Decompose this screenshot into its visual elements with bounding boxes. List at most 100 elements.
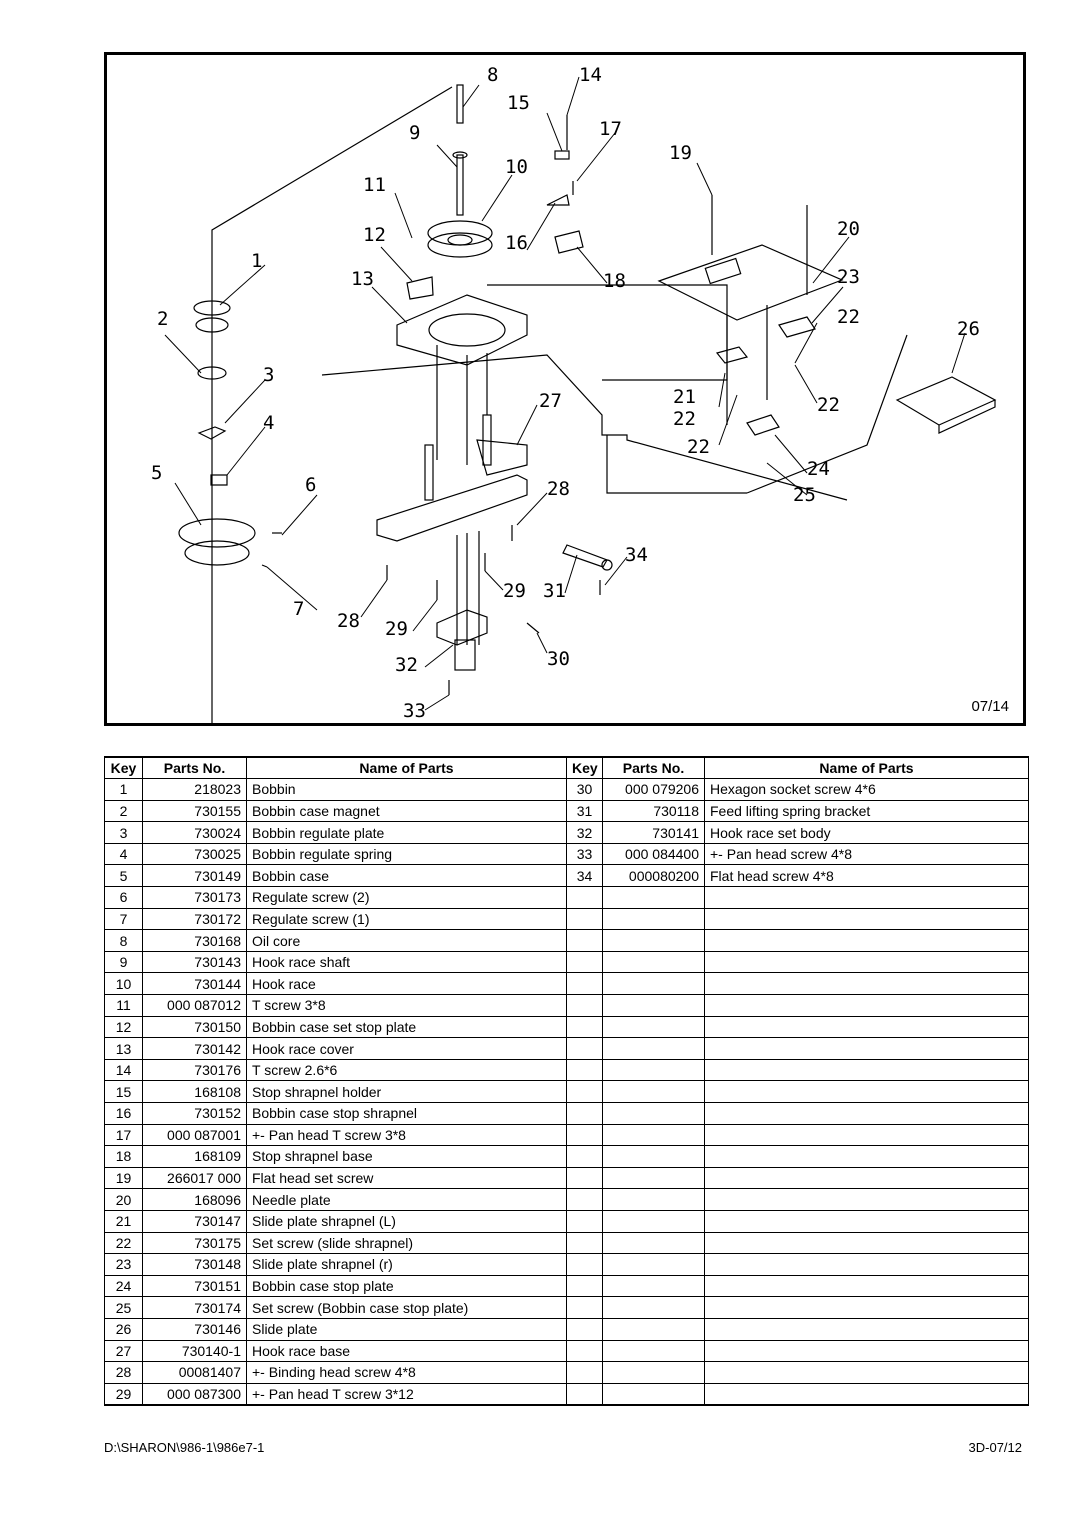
empty-cell xyxy=(704,1145,1029,1168)
part-number: 000 079206 xyxy=(602,778,705,801)
part-key: 31 xyxy=(566,799,603,823)
part-number: 730025 xyxy=(142,842,247,866)
empty-cell xyxy=(704,1382,1029,1406)
empty-cell xyxy=(602,1058,705,1082)
part-number: 730147 xyxy=(142,1209,247,1233)
empty-cell xyxy=(602,1080,705,1103)
empty-cell xyxy=(704,1188,1029,1211)
part-26-slide-plate xyxy=(895,376,997,426)
part-name: Regulate screw (1) xyxy=(246,907,567,931)
part-number: 730024 xyxy=(142,821,247,844)
exploded-parts-diagram: 8 14 15 17 9 10 19 11 12 16 20 1 13 18 2… xyxy=(104,52,1026,726)
empty-cell xyxy=(704,1274,1029,1298)
part-key: 5 xyxy=(104,864,143,888)
part-key: 17 xyxy=(104,1123,143,1147)
part-4b-spring xyxy=(210,474,228,486)
part-number: 730168 xyxy=(142,929,247,952)
empty-cell xyxy=(602,1123,705,1147)
empty-cell xyxy=(704,994,1029,1017)
part-key: 13 xyxy=(104,1037,143,1060)
empty-cell xyxy=(602,1102,705,1125)
callout-17: 17 xyxy=(599,118,622,140)
header-parts-no: Parts No. xyxy=(602,756,705,780)
callout-25: 25 xyxy=(793,484,816,506)
part-8-oil-core xyxy=(456,84,464,124)
part-number: 000 087012 xyxy=(142,994,247,1017)
part-number: 168096 xyxy=(142,1188,247,1211)
table-row-empty xyxy=(566,1274,1029,1298)
part-4-spring xyxy=(197,426,227,440)
callout-28b: 28 xyxy=(337,610,360,632)
part-32-set-body xyxy=(436,609,488,646)
empty-cell xyxy=(602,1339,705,1363)
callout-29b: 29 xyxy=(385,618,408,640)
part-20-needle-plate xyxy=(657,244,844,321)
part-key: 27 xyxy=(104,1339,143,1363)
empty-cell xyxy=(704,950,1029,974)
table-row-empty xyxy=(566,972,1029,996)
empty-cell xyxy=(602,929,705,952)
callout-22d: 22 xyxy=(687,436,710,458)
table-row-empty xyxy=(566,950,1029,974)
part-16-shrapnel xyxy=(546,194,570,206)
part-key: 12 xyxy=(104,1015,143,1039)
empty-cell xyxy=(566,1102,603,1125)
part-key: 28 xyxy=(104,1361,143,1384)
part-number: 730173 xyxy=(142,886,247,909)
empty-cell xyxy=(602,1253,705,1276)
part-name: Hook race shaft xyxy=(246,950,567,974)
empty-cell xyxy=(602,1166,705,1190)
callout-22c: 22 xyxy=(817,394,840,416)
part-key: 1 xyxy=(104,778,143,801)
part-key: 34 xyxy=(566,864,603,888)
part-name: Set screw (slide shrapnel) xyxy=(246,1231,567,1255)
part-key: 32 xyxy=(566,821,603,844)
empty-cell xyxy=(704,1123,1029,1147)
callout-23: 23 xyxy=(837,266,860,288)
boundary-line-left xyxy=(211,86,453,723)
callout-33: 33 xyxy=(403,700,426,722)
part-5-bobbin-case xyxy=(178,518,256,548)
empty-cell xyxy=(704,1361,1029,1384)
part-key: 16 xyxy=(104,1102,143,1125)
empty-cell xyxy=(704,1166,1029,1190)
empty-cell xyxy=(566,1209,603,1233)
part-1-bobbin xyxy=(193,300,231,316)
part-9-shaft xyxy=(456,154,464,216)
callout-26: 26 xyxy=(957,318,980,340)
part-name: Slide plate shrapnel (r) xyxy=(246,1253,567,1276)
part-name: Regulate screw (2) xyxy=(246,886,567,909)
empty-cell xyxy=(566,1145,603,1168)
empty-cell xyxy=(704,1253,1029,1276)
part-key: 21 xyxy=(104,1209,143,1233)
table-row-empty xyxy=(566,1037,1029,1060)
part-key: 15 xyxy=(104,1080,143,1103)
part-18-base xyxy=(554,230,584,254)
part-name: Bobbin case stop shrapnel xyxy=(246,1102,567,1125)
part-key: 2 xyxy=(104,799,143,823)
empty-cell xyxy=(602,1361,705,1384)
part-number: 218023 xyxy=(142,778,247,801)
header-parts-no: Parts No. xyxy=(142,756,247,780)
empty-cell xyxy=(566,886,603,909)
part-name: Slide plate shrapnel (L) xyxy=(246,1209,567,1233)
part-number: 730141 xyxy=(602,821,705,844)
empty-cell xyxy=(704,1296,1029,1319)
